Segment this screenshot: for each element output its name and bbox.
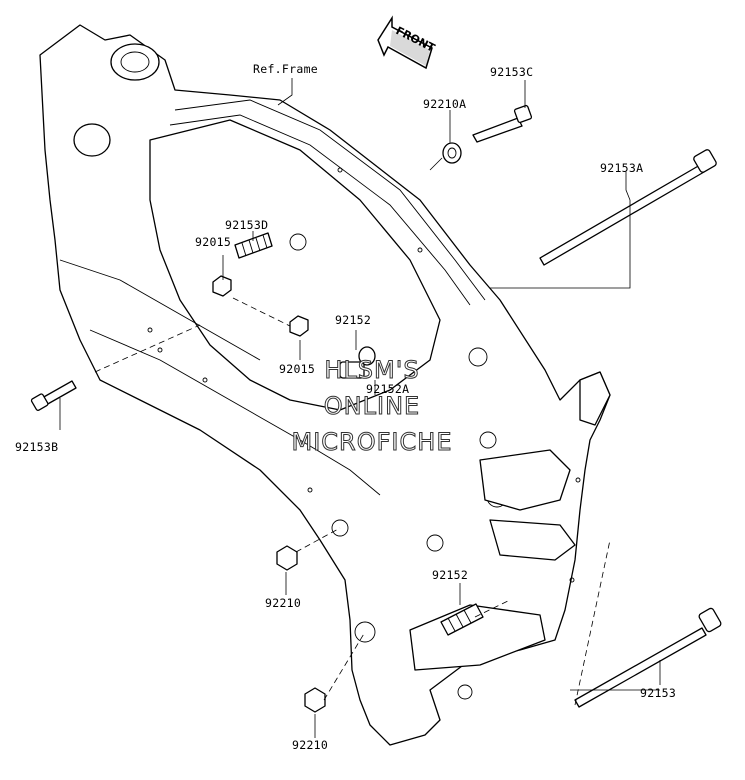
watermark-line-1: HLSM'S: [324, 356, 419, 384]
nut-92015-top-icon: [212, 275, 232, 297]
label-92153b: 92153B: [15, 440, 58, 454]
bolt-92153a-icon: [539, 149, 717, 266]
leader-lines: [59, 78, 661, 738]
front-direction-arrow: FRONT: [377, 15, 437, 70]
nut-92015-mid-icon: [289, 315, 309, 337]
label-92153: 92153: [640, 686, 676, 700]
label-92210a: 92210A: [423, 97, 466, 111]
label-92210-low: 92210: [292, 738, 328, 752]
bolt-92153c-icon: [472, 104, 533, 143]
watermark: HLSM'S ONLINE MICROFICHE: [291, 356, 453, 457]
collar-92152-top-icon: [358, 346, 376, 366]
nut-92210-low-icon: [304, 687, 326, 713]
label-92152a: 92152A: [366, 382, 409, 396]
collar-92152a-icon: [339, 361, 365, 379]
watermark-line-3: MICROFICHE: [292, 428, 453, 456]
nut-92210-mid-icon: [276, 545, 298, 571]
label-92015-top: 92015: [195, 235, 231, 249]
label-92015-mid: 92015: [279, 362, 315, 376]
watermark-line-2: ONLINE: [324, 392, 420, 420]
label-92153a: 92153A: [600, 161, 643, 175]
part-labels: Ref.Frame 92153C 92210A 92153A 92153D 92…: [15, 62, 676, 752]
label-92152-top: 92152: [335, 313, 371, 327]
collar-92152-low-icon: [440, 603, 484, 636]
motorcycle-frame: [39, 24, 611, 746]
label-92210-mid: 92210: [265, 596, 301, 610]
bolt-92153-icon: [574, 607, 722, 708]
label-92153c: 92153C: [490, 65, 533, 79]
stud-92153d-icon: [234, 232, 273, 259]
bolt-92153b-icon: [30, 380, 77, 411]
label-92153d: 92153D: [225, 218, 268, 232]
label-92152-low: 92152: [432, 568, 468, 582]
nut-92210a-icon: [442, 142, 462, 164]
label-ref-frame: Ref.Frame: [253, 62, 318, 76]
